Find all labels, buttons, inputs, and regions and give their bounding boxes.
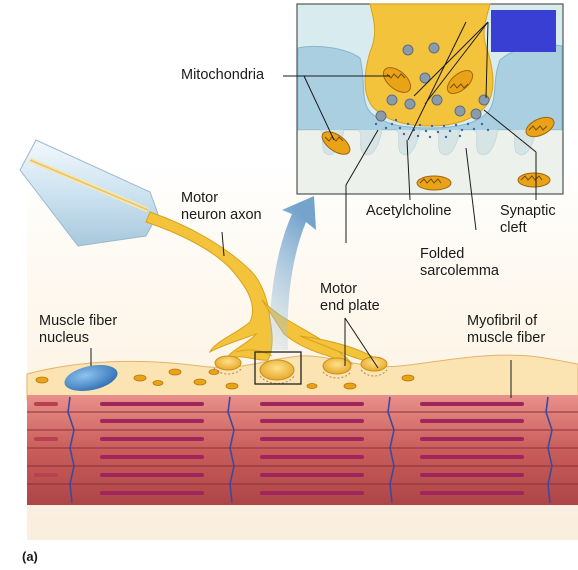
a-bands [100,402,524,495]
label-folded-sarcolemma: Folded sarcolemma [420,246,499,279]
synaptic-vesicles [375,42,490,122]
myofibril-lines [27,411,578,485]
magnification-box [254,351,302,385]
sarcoplasm-inset [298,130,562,193]
synaptic-terminal [364,3,494,127]
muscle-fiber-nucleus [64,364,118,392]
junctional-folds [213,367,388,384]
label-mitochondria: Mitochondria [181,67,265,83]
axon-terminals [214,355,388,381]
label-motor-end-plate: Motor end plate [320,281,380,314]
inset-detail [296,3,564,195]
redacted-box [491,10,556,52]
mitochondria-cristae [324,73,548,184]
label-myofibril: Myofibril of muscle fiber [467,313,546,346]
zoom-arrow [269,196,316,350]
leader-lines [90,21,537,398]
label-muscle-fiber-nucleus: Muscle fiber nucleus [39,313,118,346]
i-band-marks [34,402,58,477]
z-discs [67,396,553,504]
inset-mitochondria [321,67,555,191]
label-synaptic-cleft: Synaptic cleft [500,203,556,236]
acetylcholine-molecules [374,118,490,139]
label-motor-neuron-axon: Motor neuron axon [181,190,262,223]
panel-label: (a) [22,549,38,564]
pipette [19,139,159,247]
sarcoplasm-mitochondria [35,368,415,390]
myofibril-bundle [27,395,578,505]
label-acetylcholine: Acetylcholine [366,203,452,219]
motor-neuron-axon [145,211,379,365]
